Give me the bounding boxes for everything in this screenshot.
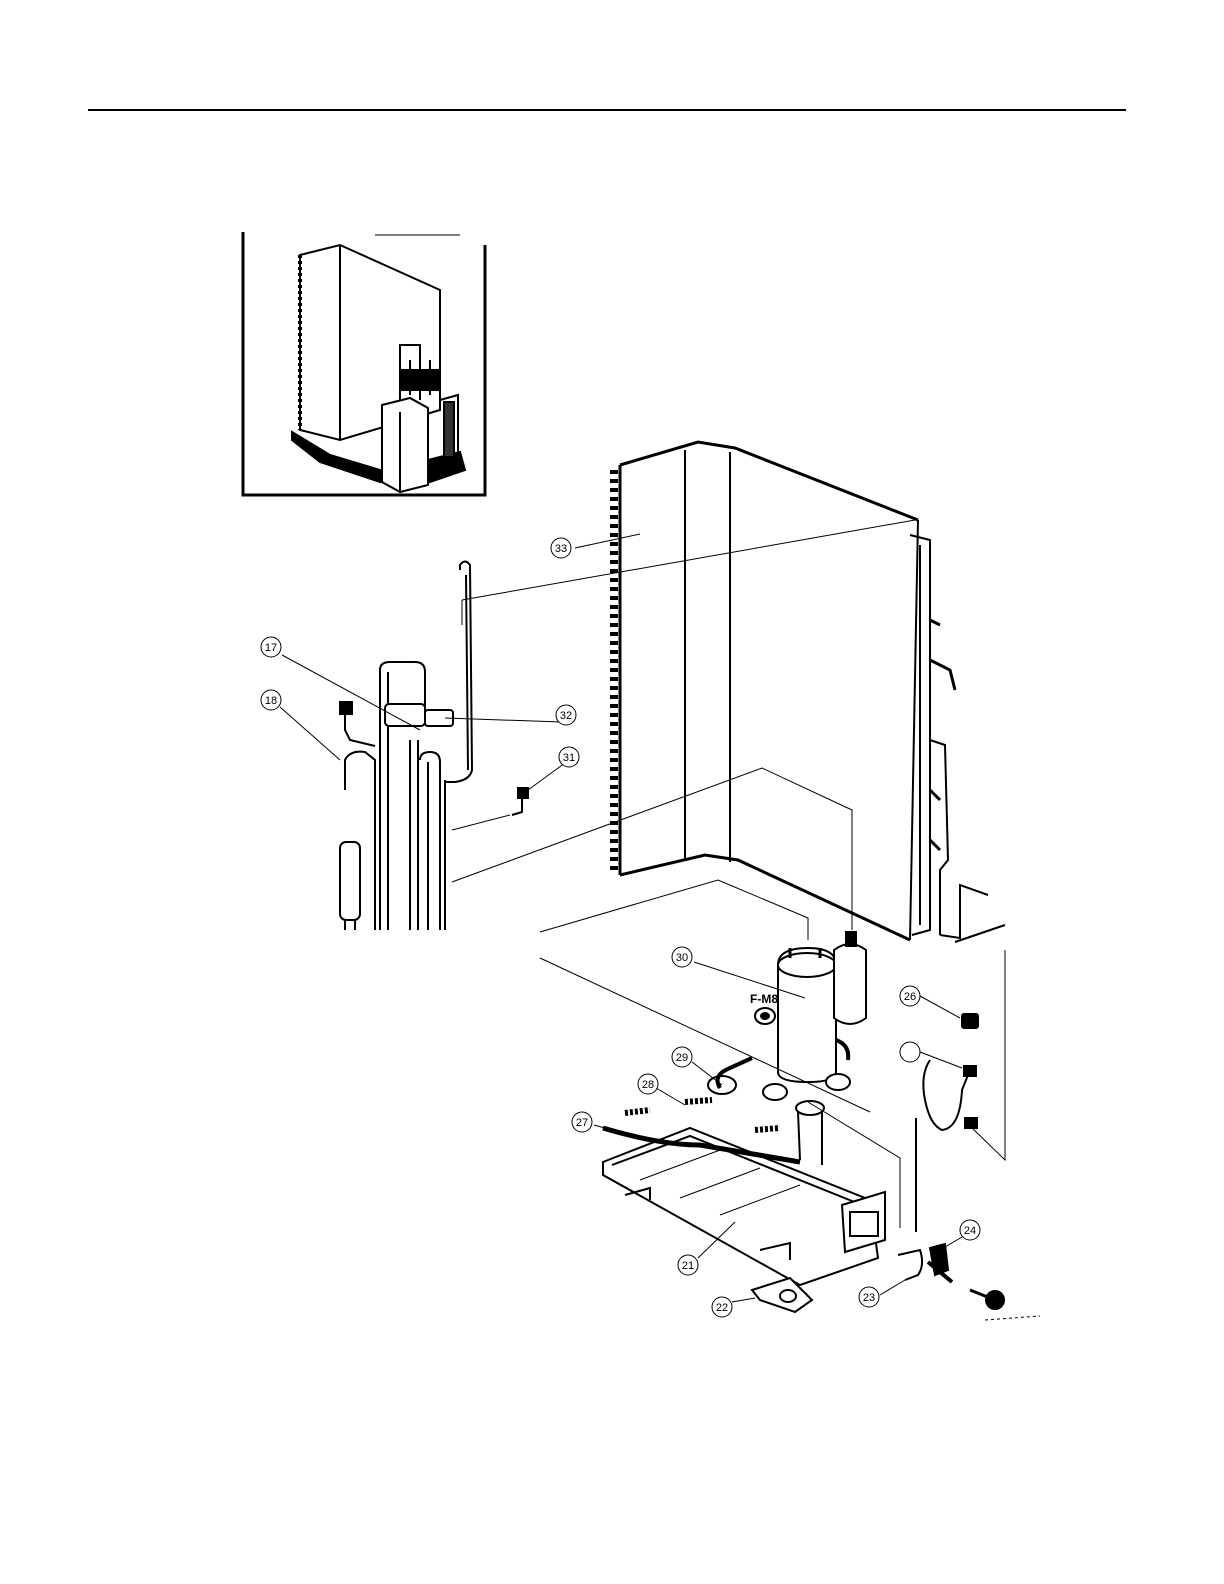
compressor-nut-label: F-M8 xyxy=(750,992,778,1006)
svg-text:30: 30 xyxy=(676,952,688,964)
callout-27: 27 xyxy=(572,1112,592,1132)
svg-text:22: 22 xyxy=(716,1302,728,1314)
base-plate xyxy=(603,1060,1004,1312)
svg-text:21: 21 xyxy=(682,1260,694,1272)
compressor xyxy=(708,932,978,1100)
pipe-assembly-left xyxy=(340,562,528,931)
callout-32: 32 xyxy=(556,705,576,725)
callout-21: 21 xyxy=(678,1255,698,1275)
svg-text:28: 28 xyxy=(642,1079,654,1091)
callout-26: 26 xyxy=(900,986,920,1006)
svg-text:32: 32 xyxy=(560,710,572,722)
callout-25 xyxy=(900,1042,920,1062)
callout-29: 29 xyxy=(672,1047,692,1067)
callout-31: 31 xyxy=(559,747,579,767)
callout-23: 23 xyxy=(859,1287,879,1307)
svg-text:33: 33 xyxy=(555,543,567,555)
svg-text:26: 26 xyxy=(904,991,916,1003)
svg-text:31: 31 xyxy=(563,752,575,764)
svg-text:18: 18 xyxy=(265,695,277,707)
callout-22: 22 xyxy=(712,1297,732,1317)
svg-text:29: 29 xyxy=(676,1052,688,1064)
svg-text:27: 27 xyxy=(576,1117,588,1129)
inset-overview xyxy=(243,232,485,495)
svg-text:24: 24 xyxy=(964,1225,976,1237)
callout-24: 24 xyxy=(960,1220,980,1240)
svg-text:23: 23 xyxy=(863,1292,875,1304)
svg-text:17: 17 xyxy=(265,642,277,654)
callout-33: 33 xyxy=(551,538,571,558)
callout-28: 28 xyxy=(638,1074,658,1094)
callout-18: 18 xyxy=(261,690,281,710)
callout-30: 30 xyxy=(672,947,692,967)
condenser-coil xyxy=(614,442,1005,942)
callout-17: 17 xyxy=(261,637,281,657)
